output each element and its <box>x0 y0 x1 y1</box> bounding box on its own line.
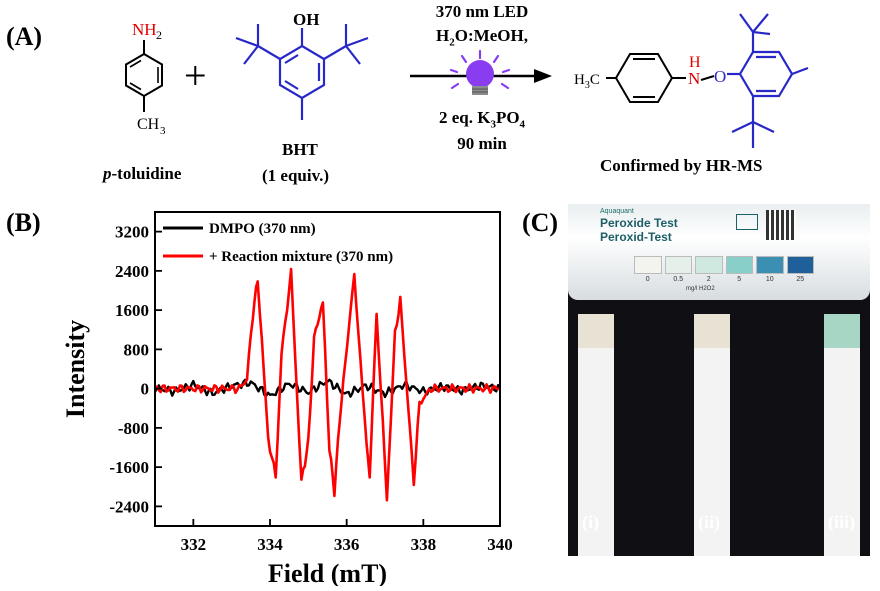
peroxide-test-tube: Aquaquant Peroxide Test Peroxid-Test 0 0.… <box>568 204 870 300</box>
strip-pad <box>694 314 730 348</box>
nh2-n-text: NH <box>132 20 157 39</box>
condition-time: 90 min <box>457 134 507 153</box>
tube-brand-text: Aquaquant <box>600 208 634 215</box>
peroxide-photo: Aquaquant Peroxide Test Peroxid-Test 0 0.… <box>568 204 870 556</box>
product-structure: H3C N H O <box>570 2 860 172</box>
condition-led: 370 nm LED <box>435 2 529 21</box>
scale-unit: mg/l H2O2 <box>686 286 715 292</box>
plot-frame <box>154 211 501 527</box>
scale-value: 0.5 <box>673 276 684 283</box>
product-h3c-text: H3C <box>574 72 600 91</box>
condition-base: 2 eq. K3PO4 <box>438 108 526 131</box>
scale-swatch <box>695 256 723 274</box>
reaction-arrow <box>408 48 554 104</box>
epr-chart: 332 334 336 338 340 -2400 -1600 -800 0 800 1600 240… <box>60 200 520 588</box>
test-strip <box>824 314 860 556</box>
tube-title-2: Peroxid-Test <box>600 230 672 244</box>
strip-label: (iii) <box>828 512 855 532</box>
bht-structure: OH <box>222 2 392 152</box>
legend-label-2: + Reaction mixture (370 nm) <box>209 249 393 265</box>
x-tick-label: 340 <box>487 535 513 554</box>
test-strip <box>578 314 614 556</box>
x-tick-label: 336 <box>334 535 360 554</box>
panel-b-label: (B) <box>6 208 41 237</box>
y-tick-label: 800 <box>124 340 150 359</box>
scale-value: 10 <box>765 276 774 283</box>
tube-qr-code <box>766 210 796 240</box>
y-axis-label: Intensity <box>61 320 90 418</box>
y-tick-label: -1600 <box>109 458 149 477</box>
condition-solvent: H2O:MeOH, <box>436 26 528 49</box>
ch3-sub-text: 3 <box>160 125 166 137</box>
scale-swatch <box>786 256 814 274</box>
legend-label-1: DMPO (370 nm) <box>209 221 316 237</box>
product-caption: Confirmed by HR-MS <box>600 156 763 175</box>
x-tick-label: 332 <box>181 535 207 554</box>
ch3-text: CH <box>137 116 160 133</box>
nh2-sub-text: 2 <box>156 28 162 42</box>
p-toluidine-label: p-toluidine <box>103 164 182 183</box>
test-strip <box>694 314 730 556</box>
strip-pad <box>824 314 860 348</box>
y-tick-label: -800 <box>118 419 149 438</box>
y-tick-label: 0 <box>141 380 150 399</box>
bht-oh-text: OH <box>293 10 319 29</box>
strip-label: (i) <box>582 512 599 532</box>
scale-value: 0 <box>645 276 650 283</box>
y-tick-label: 1600 <box>115 301 149 320</box>
tube-icon-box <box>736 214 758 230</box>
scale-value: 2 <box>706 276 711 283</box>
product-h-text: H <box>689 54 701 71</box>
x-tick-label: 338 <box>411 535 437 554</box>
bht-label: BHT <box>282 140 318 159</box>
y-tick-label: 2400 <box>115 262 149 281</box>
p-toluidine-structure: NH 2 CH 3 <box>110 6 210 166</box>
product-o-text: O <box>714 67 726 86</box>
x-axis-label: Field (mT) <box>268 559 387 586</box>
scale-value: 5 <box>737 276 742 283</box>
y-tick-label: -2400 <box>109 497 149 516</box>
tube-title-1: Peroxide Test <box>600 216 678 230</box>
scale-swatch <box>756 256 784 274</box>
strip-pad <box>578 314 614 348</box>
scale-swatch <box>725 256 753 274</box>
panel-a-label: (A) <box>6 22 43 51</box>
scale-value: 25 <box>796 276 805 283</box>
bht-equiv-label: (1 equiv.) <box>262 166 330 185</box>
scale-swatch <box>664 256 692 274</box>
color-scale <box>634 256 814 274</box>
strip-label: (ii) <box>698 512 720 532</box>
panel-c-label: (C) <box>522 208 559 237</box>
scale-swatch <box>634 256 662 274</box>
plus-sign: + <box>184 53 207 98</box>
product-n-text: N <box>688 69 700 88</box>
x-tick-label: 334 <box>257 535 283 554</box>
series-line-2 <box>154 267 501 502</box>
y-tick-label: 3200 <box>115 223 149 242</box>
